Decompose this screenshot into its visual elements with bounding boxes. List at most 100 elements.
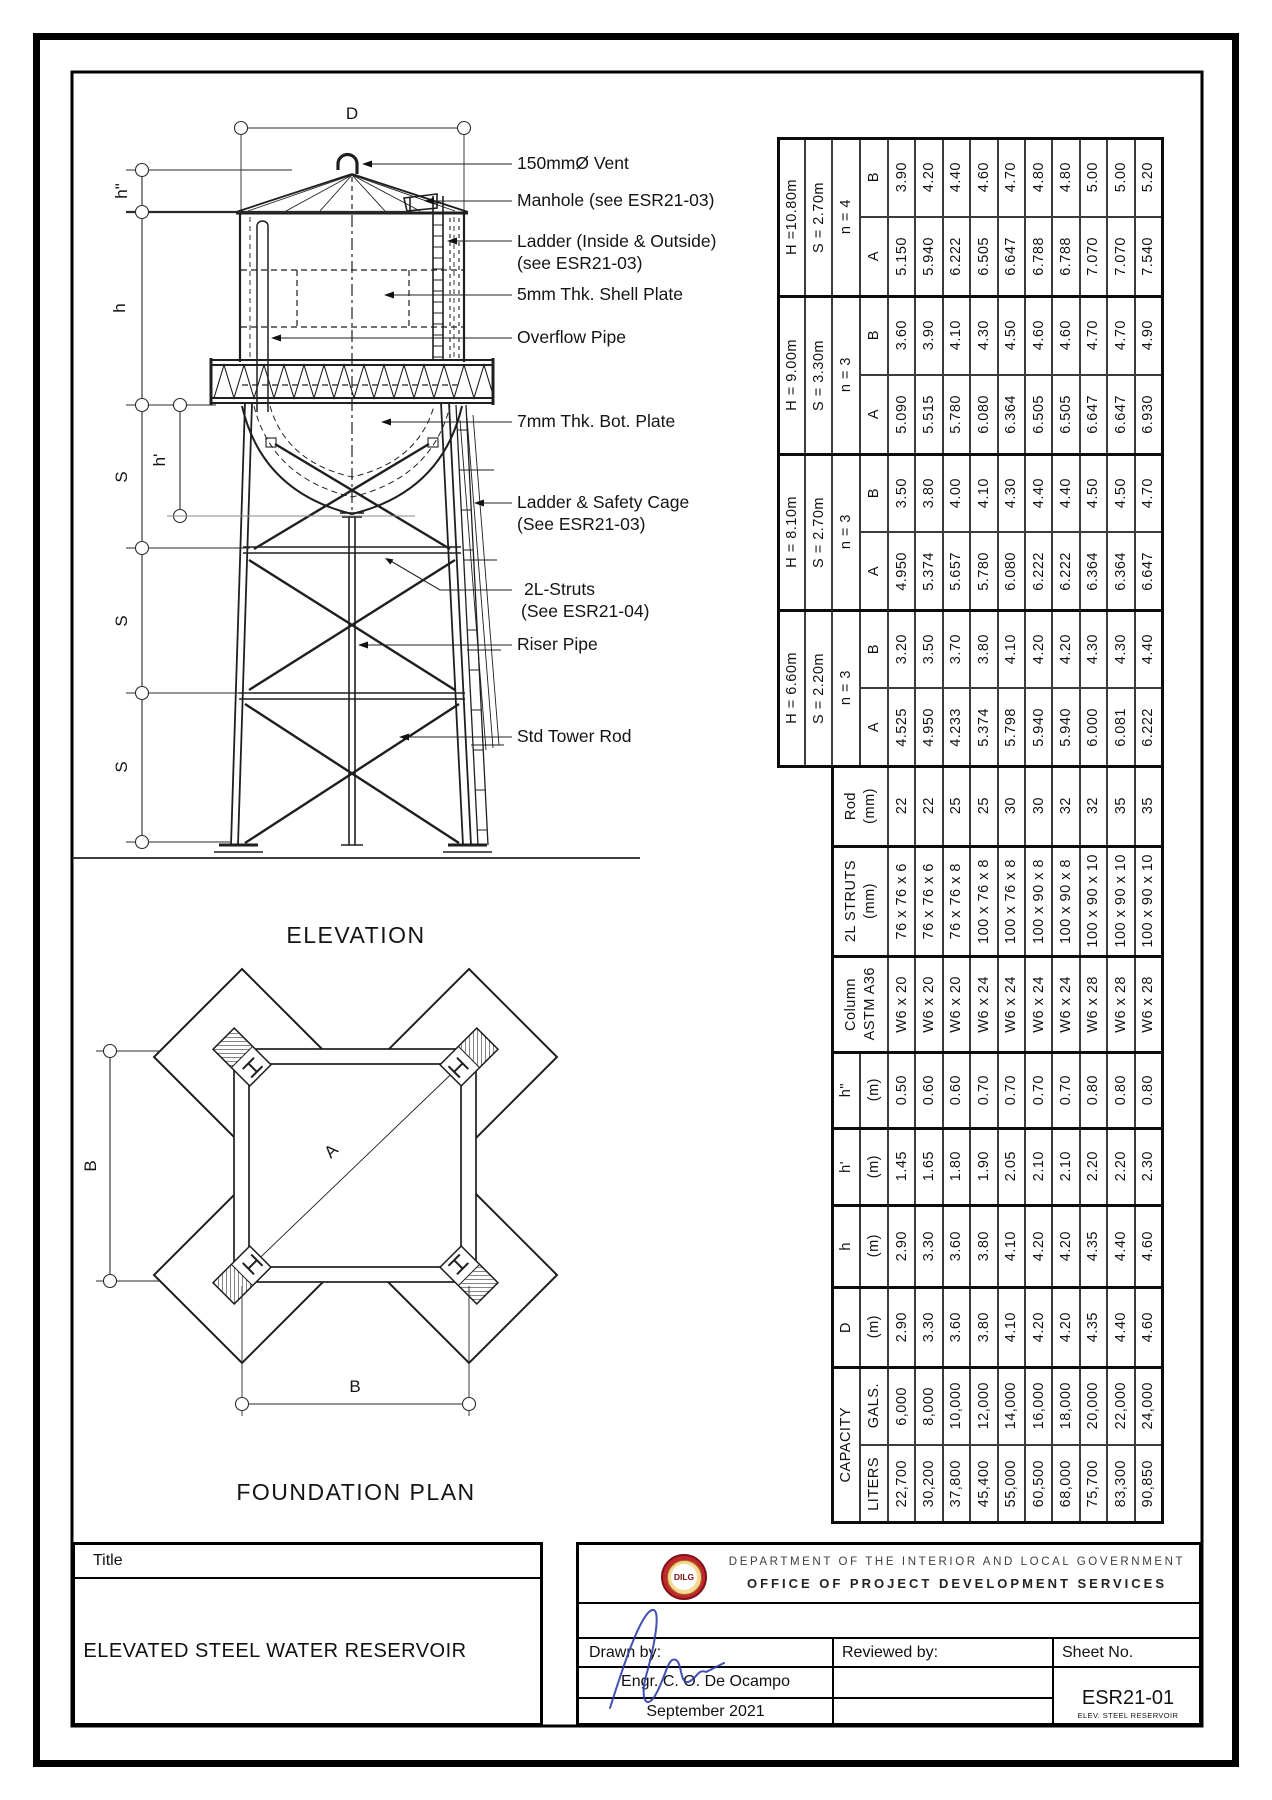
value-cell: 76 x 76 x 6 [915,846,943,956]
group-spacing-header: S = 2.20m [805,610,832,766]
spec-cell-text: 37,800 [948,1459,965,1508]
value-cell: 0.50 [888,1052,916,1128]
table-rule [830,1050,1164,1054]
row-label: A [860,375,888,454]
value-cell: 2.30 [1134,1128,1162,1205]
spec-cell-text: 0.80 [1112,1074,1129,1106]
dim-h2: h" [112,183,131,199]
dim-h: h [110,303,129,312]
band-header: Rod(mm) [832,766,888,846]
value-cell: 0.60 [915,1052,943,1128]
spec-cell-text: W6 x 28 [1140,975,1157,1033]
spec-cell-text: 76 x 76 x 6 [921,862,938,940]
value-cell: 4.50 [997,296,1025,375]
spec-cell-text: 6.647 [1112,395,1129,434]
value-cell: 3.60 [942,1205,971,1287]
value-cell: 76 x 76 x 8 [942,846,971,956]
value-cell: 4.60 [970,138,998,217]
sheet-no-label: Sheet No. [1062,1644,1134,1661]
spec-cell-text: 6.081 [1112,707,1129,747]
spec-cell-text: 6.000 [1085,707,1102,747]
dilg-logo: DILG [661,1554,707,1600]
spec-cell-text: 4.20 [1030,633,1047,665]
spec-cell-text: H =10.80m [783,179,800,255]
table-rule [776,452,1164,456]
value-cell: 6.222 [942,217,971,296]
spec-cell-text: 0.70 [975,1074,992,1106]
dilg-logo-text: DILG [671,1564,697,1590]
value-cell: 4.20 [1052,1205,1080,1287]
spec-cell-text: B [866,643,882,655]
spec-cell-text: 100 x 90 x 8 [1058,858,1075,944]
spec-cell-text: 4.30 [1085,633,1102,665]
spec-cell-text: 32 [1085,797,1102,815]
spec-cell-text: 2.20 [1085,1151,1102,1182]
spec-cell-text: 4.233 [948,707,965,747]
spec-cell-text: 7.070 [1112,237,1129,276]
spec-cell-text: 1.45 [893,1151,910,1182]
spec-cell-text: 4.50 [1085,477,1102,509]
value-cell: 30 [997,766,1025,846]
value-cell: 5.150 [888,217,916,296]
value-cell: 4.40 [1025,454,1053,532]
spec-cell-text: 6.364 [1112,551,1129,591]
value-cell: W6 x 20 [888,956,916,1052]
table-rule [1160,138,1164,1522]
tower-base [72,843,640,859]
value-cell: 0.70 [970,1052,998,1128]
value-cell: 5.657 [942,532,971,610]
spec-cell-text: S = 3.30m [810,339,827,411]
spec-cell-text: CAPACITY [838,1406,854,1483]
value-cell: W6 x 24 [970,956,998,1052]
value-cell: 35 [1134,766,1162,846]
spec-cell-text: 5.20 [1140,162,1157,193]
spec-cell-text: 4.35 [1085,1311,1102,1343]
value-cell: 1.90 [970,1128,998,1205]
group-height-header: H = 6.60m [778,610,805,766]
spec-cell-text: 30,200 [921,1459,938,1508]
spec-cell-text: 5.940 [1058,707,1075,747]
label-shell-plate: 5mm Thk. Shell Plate [517,284,683,304]
spec-cell-text: 7.540 [1140,237,1157,276]
value-cell: 5.780 [942,375,971,454]
value-cell: 6.222 [1025,532,1053,610]
band-unit: (m) [860,1287,888,1367]
value-cell: 4.233 [942,688,971,766]
table-rule [830,1365,1164,1369]
spec-cell-text: 4.60 [1140,1311,1157,1343]
value-cell: 4.20 [1025,1205,1053,1287]
table-rule [776,608,1164,612]
value-cell: 4.40 [1052,454,1080,532]
title-box: Title ELEVATED STEEL WATER RESERVOIR [72,1542,543,1726]
band-label: h" [832,1052,860,1128]
value-cell: 2.10 [1052,1128,1080,1205]
spec-cell-text: 2.10 [1030,1151,1047,1182]
group-height-header: H =10.80m [778,138,805,296]
value-cell: 5.20 [1134,138,1162,217]
spec-cell-text: (m) [866,1154,882,1179]
value-cell: 68,000 [1052,1445,1080,1522]
value-cell: 3.90 [915,296,943,375]
label-riser: Riser Pipe [517,634,598,654]
value-cell: 4.70 [1107,296,1135,375]
spec-cell-text: 14,000 [1003,1382,1020,1430]
value-cell: 3.90 [888,138,916,217]
spec-cell-text: 4.40 [1030,477,1047,509]
value-cell: 100 x 90 x 8 [1025,846,1053,956]
capacity-row-label: LITERS [860,1445,888,1522]
group-n-header: n = 3 [832,454,860,610]
spec-cell-text: W6 x 20 [948,975,965,1033]
value-cell: 18,000 [1052,1367,1080,1445]
spec-cell-text: 6.222 [1140,707,1157,747]
approval-box: DILG DEPARTMENT OF THE INTERIOR AND LOCA… [576,1542,1202,1726]
label-manhole: Manhole (see ESR21-03) [517,190,714,210]
value-cell: 100 x 76 x 8 [997,846,1025,956]
value-cell: 4.80 [1025,138,1053,217]
value-cell: 2.20 [1079,1128,1108,1205]
spec-cell-text: 1.90 [975,1151,992,1182]
group-height-header: H = 8.10m [778,454,805,610]
value-cell: 7.070 [1079,217,1108,296]
value-cell: 37,800 [942,1445,971,1522]
spec-cell-text: 0.50 [893,1074,910,1106]
spec-cell-text: 16,000 [1030,1382,1047,1430]
